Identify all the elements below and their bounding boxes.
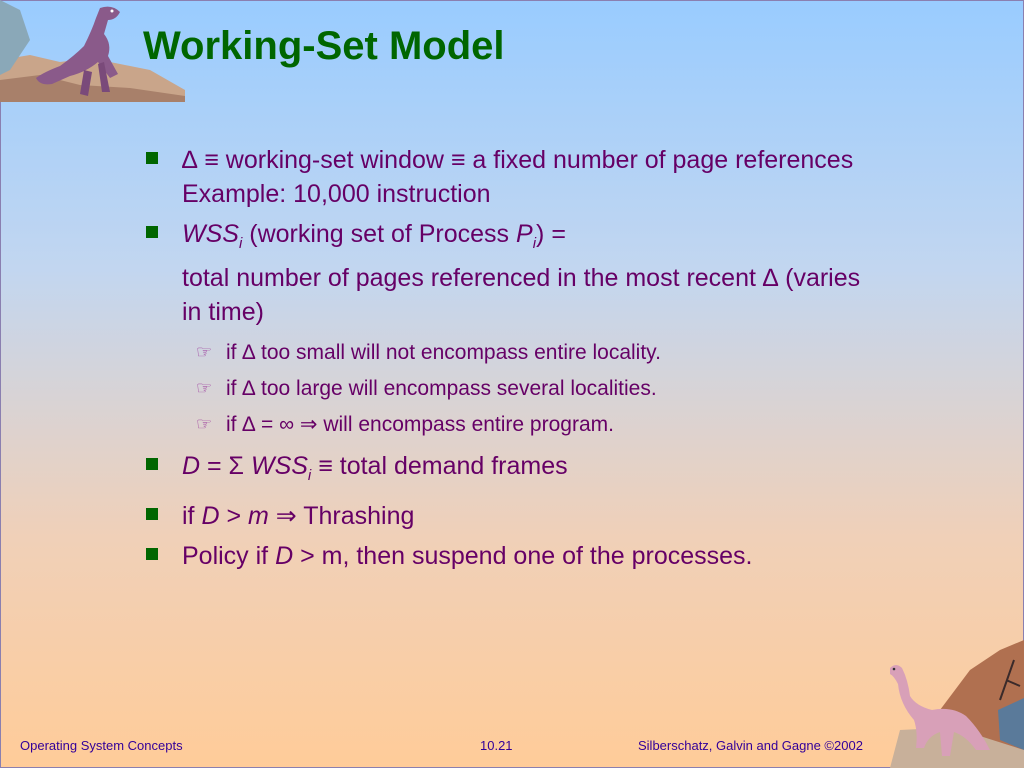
wss-term: WSS (182, 220, 239, 248)
bullet-text: if (182, 502, 202, 530)
square-bullet-icon (146, 458, 158, 470)
delta-symbol: ∆ (182, 146, 198, 174)
sub-bullet-item: ☞ if ∆ too small will not encompass enti… (196, 335, 876, 371)
square-bullet-icon (146, 226, 158, 238)
square-bullet-icon (146, 152, 158, 164)
equiv-symbol: ≡ (204, 146, 219, 174)
d-term: D (201, 502, 220, 530)
bullet-text: working-set window (218, 146, 451, 174)
bullet-text: Policy if (182, 542, 276, 570)
pointing-hand-icon: ☞ (196, 342, 213, 362)
bullet-text: > (219, 502, 249, 530)
pointing-hand-icon: ☞ (196, 414, 213, 434)
dinosaur-eye-top (110, 9, 114, 13)
process-p: P (516, 220, 533, 248)
branch-bottom (999, 659, 1021, 701)
subscript-i: i (238, 235, 243, 252)
bullet-policy: Policy if D > m, then suspend one of the… (146, 539, 876, 573)
footer-authors: Silberschatz, Galvin and Gagne ©2002 (638, 738, 863, 753)
bullet-text: ≡ total demand frames (311, 452, 568, 480)
example-text: Example: 10,000 instruction (182, 180, 491, 208)
slide-content: ∆ ≡ working-set window ≡ a fixed number … (146, 143, 876, 573)
dinosaur-legs-top (80, 62, 110, 96)
rock-left-top (0, 0, 30, 75)
dinosaur-body-top (36, 6, 120, 85)
subscript-i: i (532, 235, 537, 252)
square-bullet-icon (146, 548, 158, 560)
sub-bullet-list: ☞ if ∆ too small will not encompass enti… (146, 335, 876, 443)
d-term: D (275, 542, 294, 570)
rock-blue-bottom (998, 698, 1024, 750)
wss-term: WSS (250, 452, 308, 480)
bullet-text: (working set of Process (242, 220, 517, 248)
d-term: D (182, 452, 201, 480)
dinosaur-eye-bottom (892, 667, 896, 671)
sub-bullet-text: if ∆ = ∞ ⇒ will encompass entire program… (226, 413, 614, 436)
sub-bullet-item: ☞ if ∆ too large will encompass several … (196, 371, 876, 407)
subscript-i: i (307, 467, 312, 484)
square-bullet-icon (146, 508, 158, 520)
sub-bullet-text: if ∆ too large will encompass several lo… (226, 377, 657, 400)
pointing-hand-icon: ☞ (196, 378, 213, 398)
dinosaur-bottom-illustration (890, 640, 1024, 768)
bullet-text: total number of pages referenced in the … (182, 264, 861, 326)
m-term: m (248, 502, 269, 530)
bullet-total-demand: D = Σ WSSi ≡ total demand frames (146, 449, 876, 493)
bullet-text: ) = (536, 220, 566, 248)
footer-page-number: 10.21 (480, 738, 513, 753)
bullet-text: ⇒ Thrashing (268, 502, 415, 530)
bullet-thrashing: if D > m ⇒ Thrashing (146, 499, 876, 533)
bullet-wss-definition: WSSi (working set of Process Pi) = total… (146, 217, 876, 329)
slide-title: Working-Set Model (143, 24, 505, 68)
sub-bullet-text: if ∆ too small will not encompass entire… (226, 341, 661, 364)
bullet-text: = Σ (200, 452, 251, 480)
footer-course-title: Operating System Concepts (20, 738, 183, 753)
bullet-text: > m, then suspend one of the processes. (293, 542, 753, 570)
dinosaur-body-bottom (890, 665, 990, 756)
bullet-text: a fixed number of page references (465, 146, 854, 174)
sub-bullet-item: ☞ if ∆ = ∞ ⇒ will encompass entire progr… (196, 407, 876, 443)
equiv-symbol: ≡ (450, 146, 466, 174)
dinosaur-top-illustration (0, 0, 185, 102)
bullet-working-set-window: ∆ ≡ working-set window ≡ a fixed number … (146, 143, 876, 211)
